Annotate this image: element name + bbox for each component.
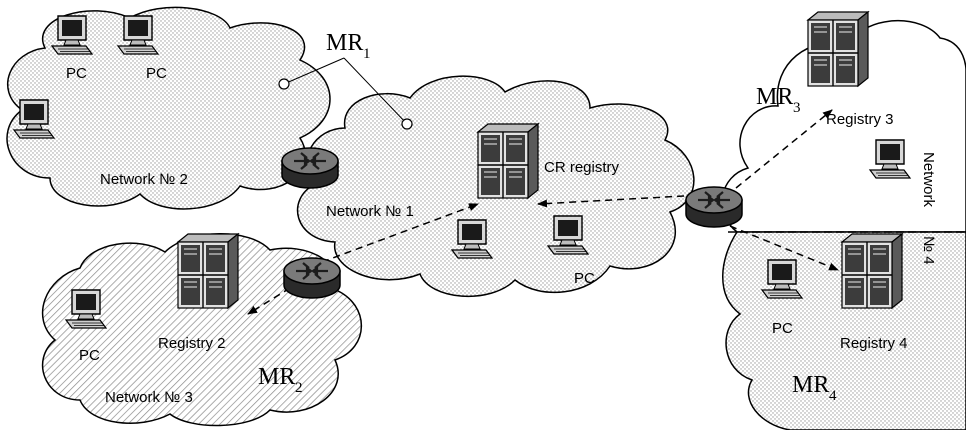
mr3-cloud xyxy=(721,19,966,233)
router-network-3 xyxy=(282,256,342,300)
svg-text:MR: MR xyxy=(326,30,363,56)
arrow-router3-to-cr xyxy=(321,203,479,263)
mr1-label: MR 1 xyxy=(326,30,371,62)
pc-icon xyxy=(869,139,911,179)
pc-icon xyxy=(547,215,589,255)
pc-icon xyxy=(117,15,159,55)
svg-text:MR: MR xyxy=(258,364,295,390)
pc-label: PC xyxy=(574,270,595,287)
registry-3-server-icon xyxy=(807,11,869,87)
arrow-router4-to-registry4 xyxy=(729,225,839,271)
mr2-label: MR 2 xyxy=(258,364,303,396)
svg-text:4: 4 xyxy=(829,388,837,404)
pc-icon xyxy=(51,15,93,55)
registry-4-label: Registry 4 xyxy=(840,335,908,352)
network-3-label: Network № 3 xyxy=(105,389,193,406)
pc-label: PC xyxy=(79,347,100,364)
registry-2-server-icon xyxy=(177,233,239,309)
mr1-pointer xyxy=(278,57,413,130)
svg-text:MR: MR xyxy=(792,372,829,398)
pc-label: PC xyxy=(66,65,87,82)
pc-icon xyxy=(65,289,107,329)
mr4-label: MR 4 xyxy=(792,372,837,404)
router-network-2 xyxy=(280,146,340,190)
svg-text:1: 1 xyxy=(363,46,371,62)
svg-text:MR: MR xyxy=(756,84,793,110)
svg-text:№ 4: № 4 xyxy=(920,236,937,265)
pc-icon xyxy=(761,259,803,299)
svg-text:Network: Network xyxy=(920,152,937,208)
registry-2-label: Registry 2 xyxy=(158,335,226,352)
arrow-router3-to-registry2 xyxy=(247,287,291,315)
pc-label: PC xyxy=(772,320,793,337)
network-4-label: Network № 4 xyxy=(920,152,937,265)
connection-arrows xyxy=(247,109,839,315)
registry-4-server-icon xyxy=(841,233,903,309)
network-1-label: Network № 1 xyxy=(326,203,414,220)
mr3-label: MR 3 xyxy=(756,84,801,116)
cr-registry-label: CR registry xyxy=(544,159,620,176)
pc-icon xyxy=(13,99,55,139)
router-network-4 xyxy=(684,185,744,229)
cr-registry-server-icon xyxy=(477,123,539,199)
arrow-router4-to-registry3 xyxy=(735,109,833,189)
pc-icon xyxy=(451,219,493,259)
registry-3-label: Registry 3 xyxy=(826,111,894,128)
svg-text:2: 2 xyxy=(295,380,303,396)
pc-label: PC xyxy=(146,65,167,82)
arrow-router4-to-cr xyxy=(537,195,685,208)
svg-text:3: 3 xyxy=(793,100,801,116)
network-2-label: Network № 2 xyxy=(100,171,188,188)
